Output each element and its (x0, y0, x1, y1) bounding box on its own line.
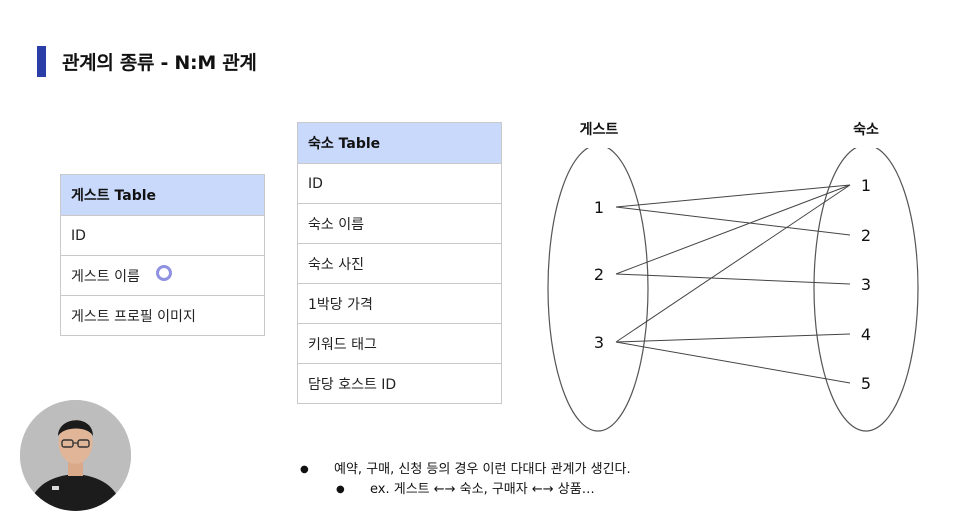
note-bullet-2: ex. 게스트 ←→ 숙소, 구매자 ←→ 상품… (300, 480, 631, 500)
right-label-backdrop (820, 112, 910, 148)
left-item-1: 1 (594, 198, 604, 217)
right-item-5: 5 (861, 374, 871, 393)
left-item-2: 2 (594, 265, 604, 284)
lodging-table-row-name: 숙소 이름 (298, 203, 501, 243)
mouse-cursor-indicator (155, 264, 172, 281)
link-1-to-1 (615, 184, 851, 208)
lodging-table-row-photo: 숙소 사진 (298, 243, 501, 283)
presenter-silhouette-icon (20, 400, 131, 511)
guest-table-row-profile-image: 게스트 프로필 이미지 (61, 295, 264, 335)
title-accent-bar (37, 46, 46, 77)
lodging-table-row-keyword-tag: 키워드 태그 (298, 323, 501, 363)
guest-table-row-name: 게스트 이름 (61, 255, 264, 295)
left-set-ellipse (547, 144, 649, 432)
notes: 예약, 구매, 신청 등의 경우 이런 다대다 관계가 생긴다. ex. 게스트… (300, 460, 631, 500)
right-set-items: 1 2 3 4 5 (861, 176, 871, 393)
left-set-items: 1 2 3 (594, 198, 604, 352)
right-item-1: 1 (861, 176, 871, 195)
lodging-table-row-host-id: 담당 호스트 ID (298, 363, 501, 403)
left-set-label: 게스트 (580, 122, 619, 138)
left-item-3: 3 (594, 333, 604, 352)
guest-table-row-id: ID (61, 215, 264, 255)
link-3-to-4 (615, 333, 851, 343)
row-label: 게스트 이름 (71, 268, 140, 285)
note-bullet-1: 예약, 구매, 신청 등의 경우 이런 다대다 관계가 생긴다. (300, 460, 631, 480)
guest-table: 게스트 Table ID 게스트 이름 게스트 프로필 이미지 (60, 174, 265, 336)
link-3-to-5 (615, 341, 851, 384)
link-1-to-2 (615, 206, 851, 236)
row-label: ID (71, 227, 86, 244)
right-item-4: 4 (861, 325, 871, 344)
lodging-table-header: 숙소 Table (298, 123, 501, 163)
lodging-table-row-price: 1박당 가격 (298, 283, 501, 323)
relation-links (615, 184, 851, 384)
link-2-to-3 (615, 273, 851, 285)
link-2-to-1 (615, 184, 851, 275)
row-label: 게스트 프로필 이미지 (71, 308, 196, 325)
right-item-3: 3 (861, 275, 871, 294)
page-title: 관계의 종류 - N:M 관계 (62, 52, 257, 74)
right-set-label: 숙소 (853, 122, 879, 138)
lodging-table: 숙소 Table ID 숙소 이름 숙소 사진 1박당 가격 키워드 태그 담당… (297, 122, 502, 404)
guest-table-header: 게스트 Table (61, 175, 264, 215)
lodging-table-row-id: ID (298, 163, 501, 203)
right-item-2: 2 (861, 226, 871, 245)
presenter-webcam-avatar (20, 400, 131, 511)
left-label-backdrop (555, 112, 645, 148)
link-3-to-1 (615, 184, 851, 343)
